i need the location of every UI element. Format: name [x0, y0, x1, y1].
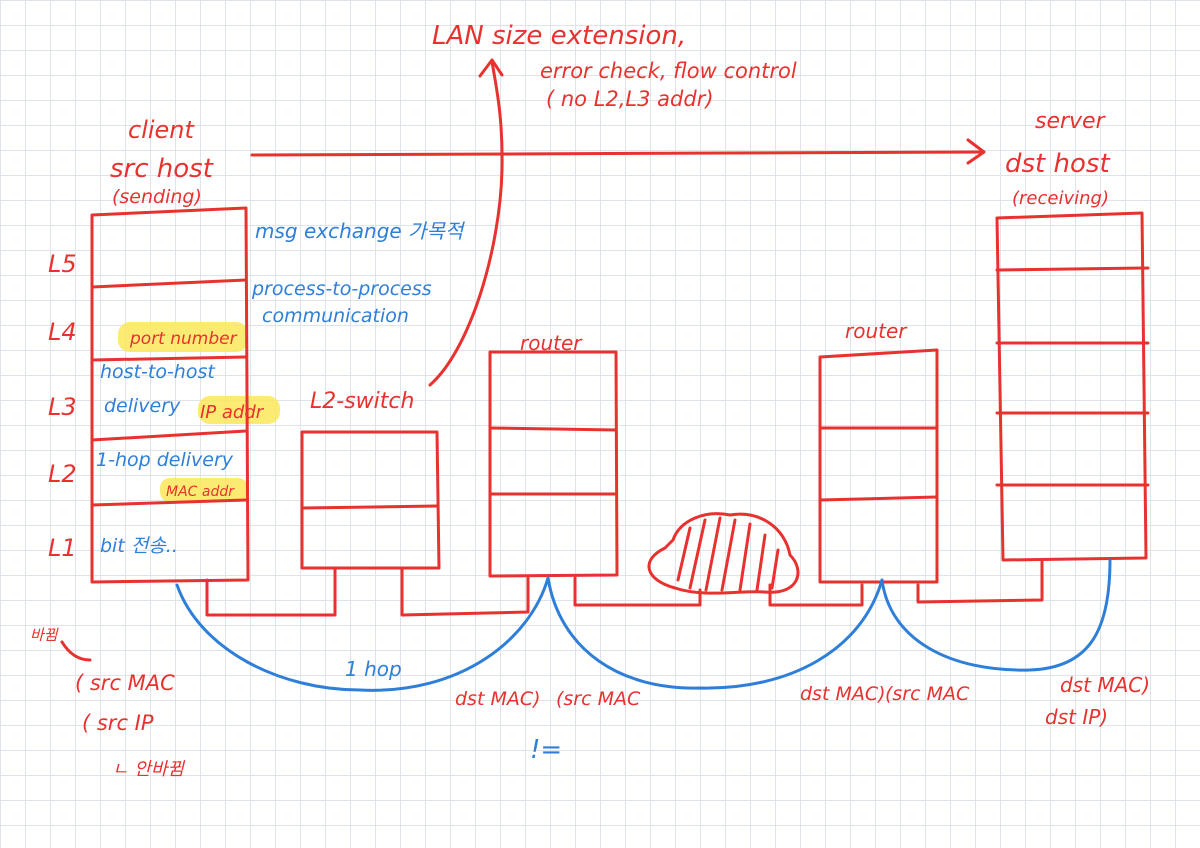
port-number-highlight	[118, 322, 248, 352]
router2-dst-mac: dst MAC)	[800, 683, 886, 705]
l3-note-line2: delivery	[104, 395, 181, 417]
hop-arcs	[175, 558, 1112, 692]
src-ip-label: ( src IP	[82, 711, 154, 735]
ip-addr-note: IP addr	[200, 402, 265, 423]
l1-note: bit 전송..	[100, 535, 178, 557]
final-dst-ip: dst IP)	[1045, 705, 1108, 729]
l5-note: msg exchange 가목적	[255, 219, 466, 243]
layer-label-l4: L4	[48, 318, 77, 346]
l2-switch-label: L2-switch	[310, 389, 414, 414]
server-stack	[995, 211, 1150, 562]
top-note-line2: error check, flow control	[540, 59, 797, 83]
changes-label: 바뀜	[30, 626, 59, 644]
client-label: client	[128, 116, 196, 144]
router1-dst-mac: dst MAC)	[455, 688, 541, 710]
mac-addr-highlight	[160, 478, 248, 502]
l2-note: 1-hop delivery	[96, 449, 234, 471]
l3-note-line1: host-to-host	[100, 361, 216, 383]
layer-label-l5: L5	[48, 250, 77, 278]
router2-label: router	[845, 319, 908, 343]
unchanged-label: ㄴ 안바뀜	[112, 759, 186, 780]
l2-switch-box	[300, 430, 441, 570]
router2-box	[818, 348, 939, 584]
router1-box	[488, 350, 619, 578]
client-stack	[90, 206, 250, 584]
server-label: server	[1035, 109, 1107, 134]
port-number-note: port number	[129, 329, 238, 349]
layer-label-l3: L3	[48, 393, 77, 421]
network-cloud	[647, 512, 800, 595]
mac-addr-note: MAC addr	[166, 484, 235, 500]
switch-note-arrow	[428, 58, 504, 387]
top-note-line1: LAN size extension,	[432, 21, 686, 51]
changes-bracket	[60, 640, 92, 662]
top-note-line3: ( no L2,L3 addr)	[546, 87, 714, 111]
router2-src-mac: (src MAC	[885, 683, 970, 705]
l4-note-line1: process-to-process	[251, 278, 432, 300]
server-receiving: (receiving)	[1012, 188, 1109, 209]
not-equal-mark: !=	[530, 735, 562, 765]
layer-label-l2: L2	[48, 460, 77, 488]
end-to-end-arrow	[250, 138, 986, 165]
one-hop-label: 1 hop	[345, 657, 402, 681]
router1-label: router	[520, 331, 583, 355]
server-dst-host: dst host	[1005, 149, 1110, 179]
layer-label-l1: L1	[48, 534, 77, 562]
final-dst-mac: dst MAC)	[1060, 673, 1150, 697]
l4-note-line2: communication	[262, 305, 409, 327]
physical-links	[205, 560, 1044, 617]
router1-src-mac: (src MAC	[556, 688, 641, 710]
client-sending: (sending)	[112, 186, 202, 208]
ip-addr-highlight	[198, 396, 280, 424]
client-src-host: src host	[110, 154, 214, 184]
src-mac-label: ( src MAC	[75, 671, 175, 695]
